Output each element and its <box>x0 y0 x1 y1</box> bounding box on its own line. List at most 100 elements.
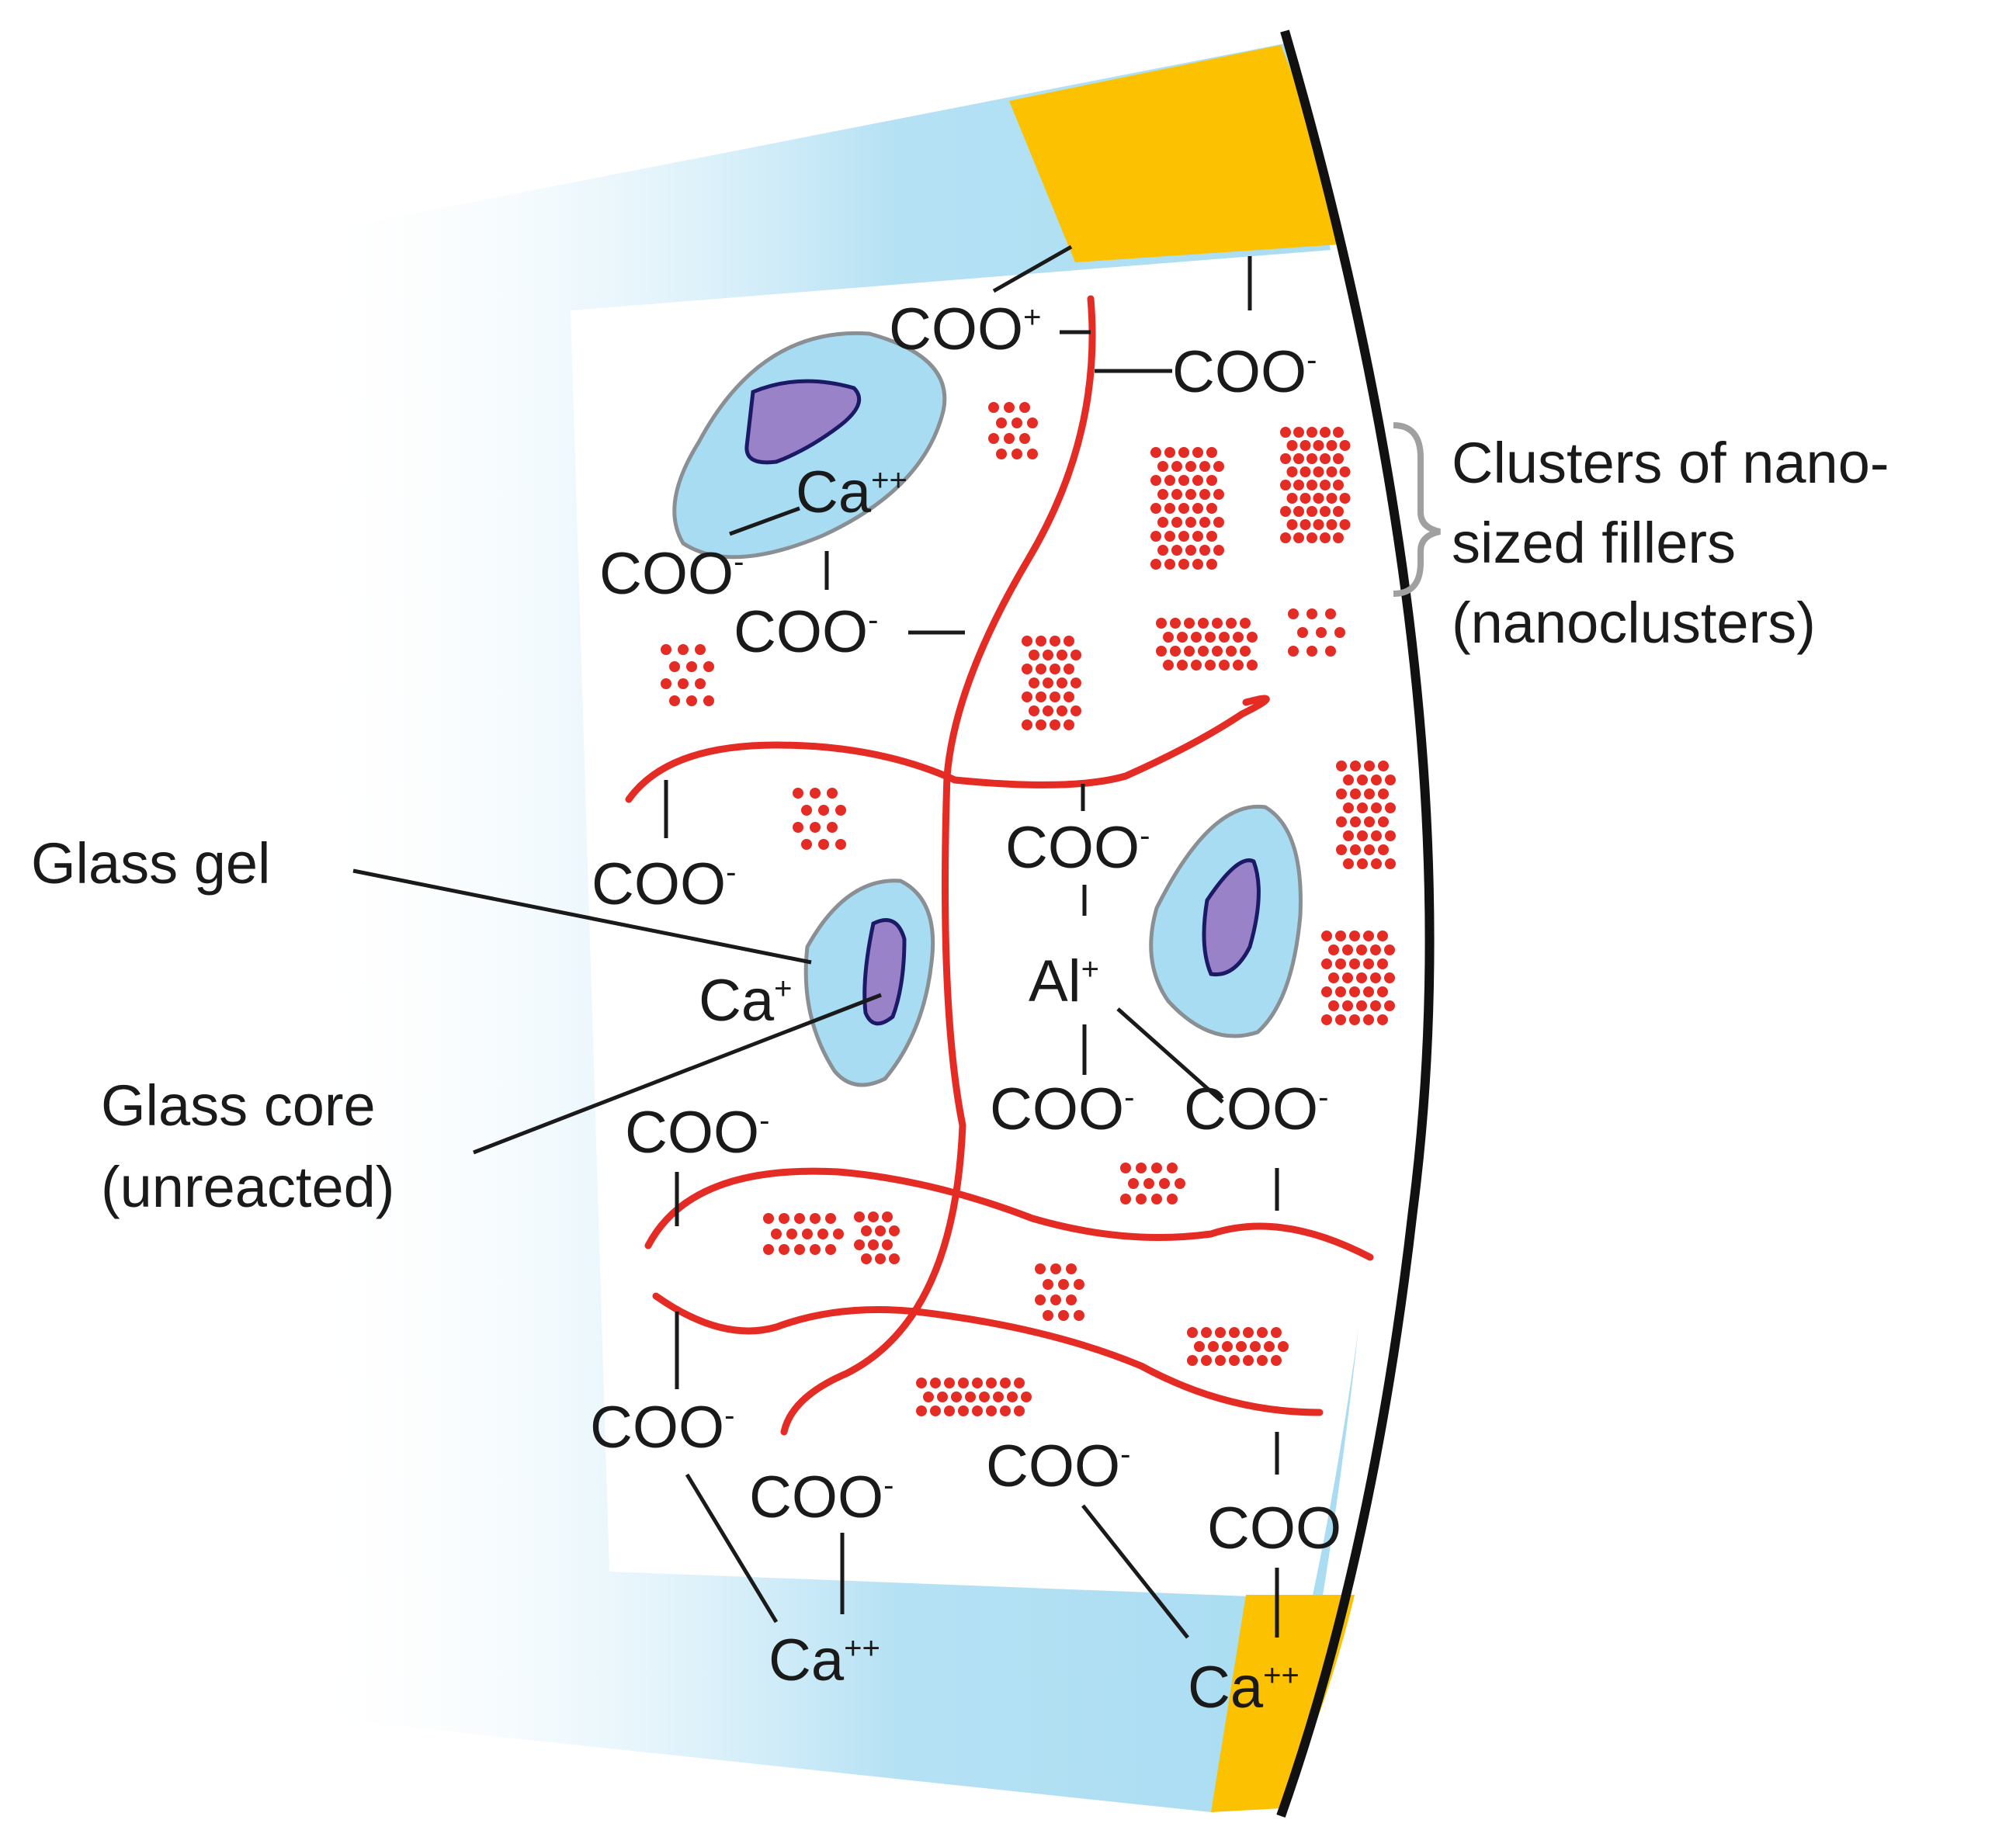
nanocluster-dot <box>1164 503 1175 514</box>
nanocluster-dot <box>1356 1000 1367 1011</box>
nanocluster-dot <box>1342 1000 1353 1011</box>
glass-core-label-line2: (unreacted) <box>101 1155 394 1219</box>
nanocluster-dot <box>1378 788 1389 799</box>
nanocluster-dot <box>1247 660 1258 671</box>
nanocluster-dot <box>1043 1279 1053 1290</box>
nanocluster-dot <box>1199 461 1210 472</box>
nanocluster-dot <box>1192 531 1203 542</box>
ca-plusplus-bottom-right: Ca++ <box>1188 1655 1299 1721</box>
nanocluster-dot <box>1120 1194 1131 1204</box>
nanocluster-dot <box>1343 830 1354 841</box>
nanocluster-dot <box>1313 519 1324 530</box>
nanocluster-dot <box>810 822 821 833</box>
nanoclusters <box>661 402 1396 1416</box>
nanocluster-dot <box>1299 519 1311 530</box>
nanocluster-dot <box>1233 632 1244 643</box>
nanocluster-dot <box>1027 449 1038 459</box>
clusters-brace <box>1393 422 1441 597</box>
nanocluster-dot <box>1339 466 1351 477</box>
nanocluster-dot <box>1250 1341 1261 1352</box>
coo-minus-top-right: COO- <box>1172 339 1317 405</box>
bond-line <box>1081 1504 1189 1639</box>
nanocluster-dot <box>1022 691 1032 702</box>
nanocluster-dot <box>1175 1178 1185 1189</box>
nanocluster-dot <box>1320 480 1331 490</box>
nanocluster-dot <box>958 1405 969 1416</box>
nanocluster-dot <box>786 1229 797 1239</box>
nanocluster-dot <box>1350 844 1361 855</box>
nanocluster-dot <box>1057 650 1067 660</box>
nanocluster-dot <box>1057 705 1067 716</box>
nanocluster-dot <box>1000 1405 1011 1416</box>
nanocluster-dot <box>1278 1341 1289 1352</box>
nanocluster-dot <box>1170 646 1181 657</box>
nanocluster-dot <box>835 805 846 816</box>
clusters-label-line1: Clusters of nano- <box>1452 431 1889 495</box>
nanocluster-dot <box>810 788 821 799</box>
nanocluster-dot <box>1363 1014 1374 1025</box>
nanocluster-dot <box>1064 664 1074 674</box>
nanocluster-dot <box>861 1253 872 1264</box>
nanocluster-dot <box>763 1213 774 1224</box>
nanocluster-dot <box>695 678 706 689</box>
nanocluster-dot <box>930 1405 941 1416</box>
nanocluster-dot <box>1385 830 1396 841</box>
nanocluster-dot <box>1157 489 1168 500</box>
nanocluster-dot <box>1342 972 1353 983</box>
bond-lines <box>664 244 1279 1639</box>
nanocluster-dot <box>1306 532 1317 543</box>
nanocluster-dot <box>661 644 671 655</box>
nanocluster-dot <box>1320 427 1331 438</box>
polyacid-chain <box>625 695 1270 803</box>
nanocluster-dot <box>1206 447 1217 458</box>
nanocluster-dot <box>1136 1194 1147 1204</box>
nanocluster-dot <box>1299 466 1311 477</box>
nanocluster-dot <box>1027 418 1038 428</box>
nanocluster-dot <box>1333 427 1344 438</box>
nanocluster-dot <box>1011 449 1022 459</box>
nanocluster-dot <box>817 1229 828 1239</box>
nanocluster-dot <box>1306 608 1317 619</box>
bond-line <box>685 1473 779 1624</box>
nanocluster-dot <box>1150 447 1161 458</box>
nanocluster-dot <box>1293 506 1304 517</box>
nanocluster-dot <box>1043 678 1053 688</box>
nanocluster-dot <box>1363 986 1374 997</box>
nanocluster-dot <box>951 1392 962 1402</box>
nanocluster-dot <box>1164 531 1175 542</box>
nanocluster-dot <box>1191 660 1202 671</box>
nanocluster-dot <box>1333 506 1344 517</box>
nanocluster-dot <box>1377 958 1388 969</box>
nanocluster-dot <box>1151 1194 1162 1204</box>
nanocluster-dot <box>1212 618 1223 629</box>
coo-minus-bottom-3: COO- <box>986 1433 1130 1499</box>
nanocluster-dot <box>1187 1327 1198 1338</box>
nanocluster-dot <box>1328 944 1339 955</box>
coo-minus-center-low: COO- <box>990 1076 1134 1142</box>
nanocluster-dot <box>1201 1355 1212 1366</box>
chemical-labels: COO+ COO- Ca++ COO- COO- COO- COO- Ca+ A… <box>590 296 1341 1721</box>
nanocluster-dot <box>1066 1295 1077 1305</box>
nanocluster-dot <box>1178 475 1189 486</box>
coo-minus-mid-left: COO- <box>592 851 736 917</box>
nanocluster-dot <box>972 1405 983 1416</box>
cement-region <box>571 248 1389 1599</box>
al-plus-middle: Al+ <box>1029 948 1099 1014</box>
nanocluster-dot <box>1321 958 1332 969</box>
nanocluster-dot <box>1306 506 1317 517</box>
nanocluster-dot <box>1171 545 1182 556</box>
nanocluster-dot <box>1297 627 1308 638</box>
nanocluster-dot <box>1163 660 1174 671</box>
glass-core-leader <box>473 993 882 1155</box>
nanocluster-dot <box>1208 1341 1219 1352</box>
nanocluster-dot <box>993 1392 1004 1402</box>
nanocluster-dot <box>1349 931 1360 941</box>
glass-particle-top <box>672 331 947 560</box>
nanocluster-dot <box>1035 1263 1046 1274</box>
nanocluster-dot <box>1377 1014 1388 1025</box>
nanocluster-dot <box>1325 608 1336 619</box>
nanocluster-dot <box>1177 632 1188 643</box>
polyacid-chain <box>780 295 1096 1436</box>
nanocluster-dot <box>875 1253 886 1264</box>
